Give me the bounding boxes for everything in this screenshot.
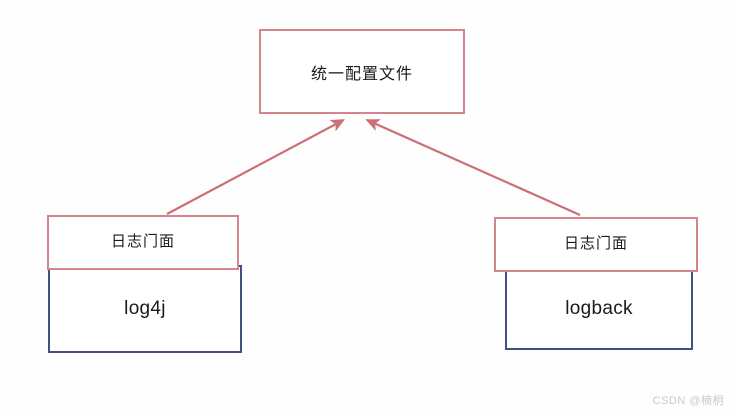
node-impl-logback-label: logback: [565, 297, 633, 319]
node-impl-log4j-label: log4j: [124, 298, 166, 319]
node-facade-left-label: 日志门面: [110, 233, 175, 250]
node-impl-logback[interactable]: logback: [505, 267, 693, 350]
node-impl-log4j[interactable]: log4j: [48, 265, 242, 353]
node-unified-config-label: 统一配置文件: [310, 65, 413, 83]
csdn-watermark: CSDN @楠枂: [652, 395, 724, 407]
arrow-left-to-config: [166, 119, 346, 215]
node-facade-right[interactable]: 日志门面: [494, 217, 698, 272]
arrow-right-to-config: [365, 118, 581, 217]
node-facade-left[interactable]: 日志门面: [47, 215, 239, 270]
node-unified-config[interactable]: 统一配置文件: [259, 29, 465, 114]
node-facade-right-label: 日志门面: [563, 235, 628, 252]
